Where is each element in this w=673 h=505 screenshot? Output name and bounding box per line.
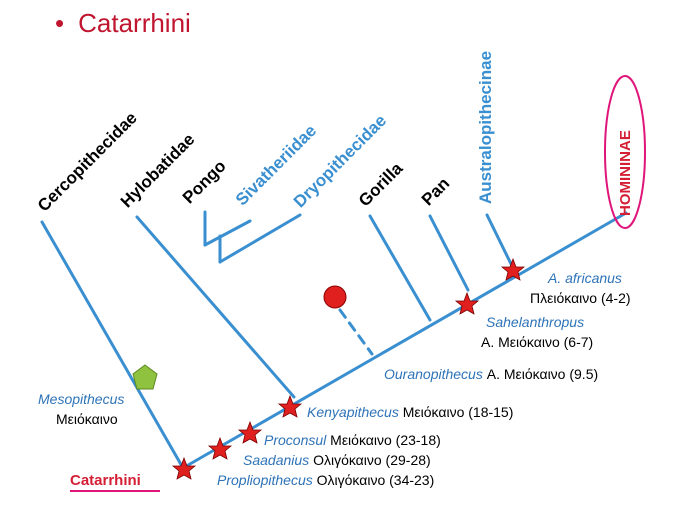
ouranopithecus-genus: Ouranopithecus: [384, 366, 483, 382]
trunk-branch: [181, 211, 628, 470]
branch-dryopithecidae: [218, 213, 302, 264]
kenyapithecus-age: Μειόκαινο (18-15): [402, 404, 514, 420]
kenyapithecus-genus: Kenyapithecus: [307, 404, 399, 420]
star-proconsul: [237, 420, 263, 444]
fossil-kenyapithecus: Kenyapithecus Μειόκαινο (18-15): [307, 404, 513, 421]
star-kenyapithecus: [277, 394, 303, 418]
ouranopithecus-age: Α. Μειόκαινο (9.5): [486, 366, 599, 382]
branch-cercopithecidae: [40, 220, 185, 470]
label-australopithecinae: Australopithecinae: [476, 50, 495, 204]
fossil-propliopithecus: Propliopithecus Ολιγόκαινο (34-23): [217, 472, 434, 489]
fossil-sahelanthropus-genus: Sahelanthropus: [486, 314, 585, 330]
fossil-saadanius: Saadanius Ολιγόκαινο (29-28): [243, 452, 431, 469]
star-a-africanus: [500, 257, 526, 281]
fossil-ouranopithecus: Ouranopithecus Α. Μειόκαινο (9.5): [384, 366, 598, 383]
saadanius-age: Ολιγόκαινο (29-28): [313, 452, 431, 468]
fossil-proconsul: Proconsul Μειόκαινο (23-18): [264, 432, 441, 449]
branch-australopithecinae: [485, 213, 515, 270]
star-propliopithecus: [171, 456, 197, 480]
star-sahelanthropus: [454, 291, 480, 315]
homininae-ellipse: [604, 75, 646, 229]
proconsul-age: Μειόκαινο (23-18): [330, 432, 441, 448]
proconsul-genus: Proconsul: [264, 432, 327, 448]
red-circle-marker: [323, 285, 347, 309]
branch-pan: [428, 214, 470, 292]
root-label: Catarrhini: [70, 472, 141, 489]
propliopithecus-genus: Propliopithecus: [217, 472, 313, 488]
saadanius-genus: Saadanius: [243, 452, 310, 468]
title-text: Catarrhini: [78, 8, 191, 38]
fossil-sahelanthropus-age: Α. Μειόκαινο (6-7): [481, 334, 594, 350]
fossil-a-africanus-age: Πλειόκαινο (4-2): [530, 290, 631, 306]
fossil-mesopithecus-age: Μειόκαινο: [56, 411, 118, 427]
fossil-mesopithecus-genus: Mesopithecus: [38, 391, 125, 407]
label-homininae: HOMININAE: [617, 130, 634, 216]
slide-title: • Catarrhini: [55, 8, 191, 39]
branch-pongo-connector: [203, 219, 252, 247]
branch-gorilla: [368, 214, 432, 322]
star-saadanius: [207, 436, 233, 460]
dashed-lineage: [338, 308, 374, 356]
branch-hylobatidae: [135, 215, 296, 399]
propliopithecus-age: Ολιγόκαινο (34-23): [316, 472, 435, 488]
fossil-a-africanus-genus: A. africanus: [548, 270, 622, 286]
pentagon-marker: [132, 364, 158, 390]
bullet-icon: •: [55, 8, 65, 38]
